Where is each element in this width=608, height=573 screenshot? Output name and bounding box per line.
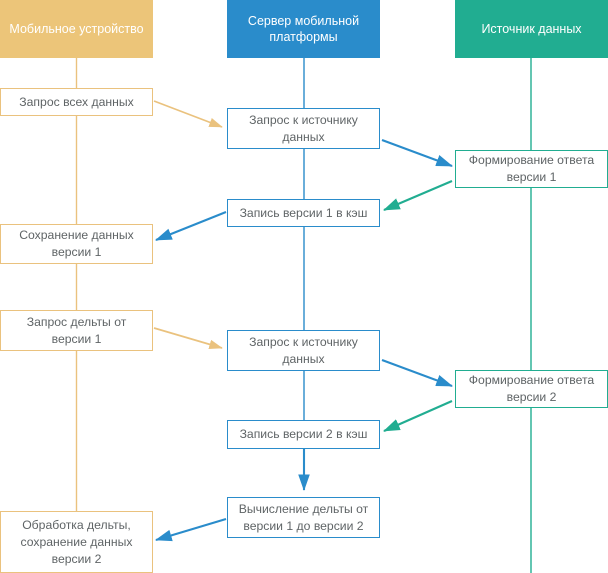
edge-n10-n11 <box>154 517 227 542</box>
node-write-v2-to-cache-label: Запись версии 2 в кэш <box>239 427 368 441</box>
node-request-to-source-2-label: Запрос к источнику данных <box>249 334 358 366</box>
lane-header-mobile-label: Мобильное устройство <box>9 22 144 36</box>
lane-header-server[interactable]: Сервер мобильной платформы <box>227 0 380 58</box>
lane-header-mobile[interactable]: Мобильное устройство <box>0 0 153 58</box>
edge-n7-n8 <box>381 359 453 387</box>
node-build-response-v1-label: Формирование ответа версии 1 <box>468 153 595 184</box>
edge-n3-n4 <box>383 180 453 211</box>
edge-n1-n2 <box>153 100 223 128</box>
node-build-response-v1[interactable]: Формирование ответа версии 1 <box>455 150 608 188</box>
node-save-data-v1[interactable]: Сохранение данных версии 1 <box>0 224 153 264</box>
node-compute-delta-v1-v2-label: Вычисление дельты от версии 1 до версии … <box>238 501 369 533</box>
node-request-delta-from-v1[interactable]: Запрос дельты от версии 1 <box>0 310 153 351</box>
edge-n6-n7 <box>153 327 223 349</box>
node-request-all-data-label: Запрос всех данных <box>19 94 134 109</box>
edge-n4-n5 <box>155 211 227 241</box>
edge-n8-n9 <box>383 400 453 432</box>
node-process-delta-save-v2-label: Обработка дельты, сохранение данных верс… <box>20 517 133 566</box>
edge-n2-n6 <box>381 139 453 167</box>
node-write-v1-to-cache[interactable]: Запись версии 1 в кэш <box>227 199 380 227</box>
node-request-to-source-1-label: Запрос к источнику данных <box>249 112 358 144</box>
node-write-v1-to-cache-label: Запись версии 1 в кэш <box>239 205 368 220</box>
node-build-response-v2[interactable]: Формирование ответа версии 2 <box>455 370 608 408</box>
node-build-response-v2-label: Формирование ответа версии 2 <box>468 373 595 404</box>
lane-header-source-label: Источник данных <box>481 22 582 36</box>
node-request-to-source-1[interactable]: Запрос к источнику данных <box>227 108 380 149</box>
node-request-all-data[interactable]: Запрос всех данных <box>0 88 153 116</box>
node-compute-delta-v1-v2[interactable]: Вычисление дельты от версии 1 до версии … <box>227 497 380 538</box>
node-process-delta-save-v2[interactable]: Обработка дельты, сохранение данных верс… <box>0 511 153 573</box>
node-save-data-v1-label: Сохранение данных версии 1 <box>19 228 134 259</box>
lane-header-server-label: Сервер мобильной платформы <box>247 14 360 44</box>
node-request-delta-from-v1-label: Запрос дельты от версии 1 <box>26 314 127 346</box>
node-request-to-source-2[interactable]: Запрос к источнику данных <box>227 330 380 371</box>
lane-header-source[interactable]: Источник данных <box>455 0 608 58</box>
node-write-v2-to-cache[interactable]: Запись версии 2 в кэш <box>227 420 380 449</box>
